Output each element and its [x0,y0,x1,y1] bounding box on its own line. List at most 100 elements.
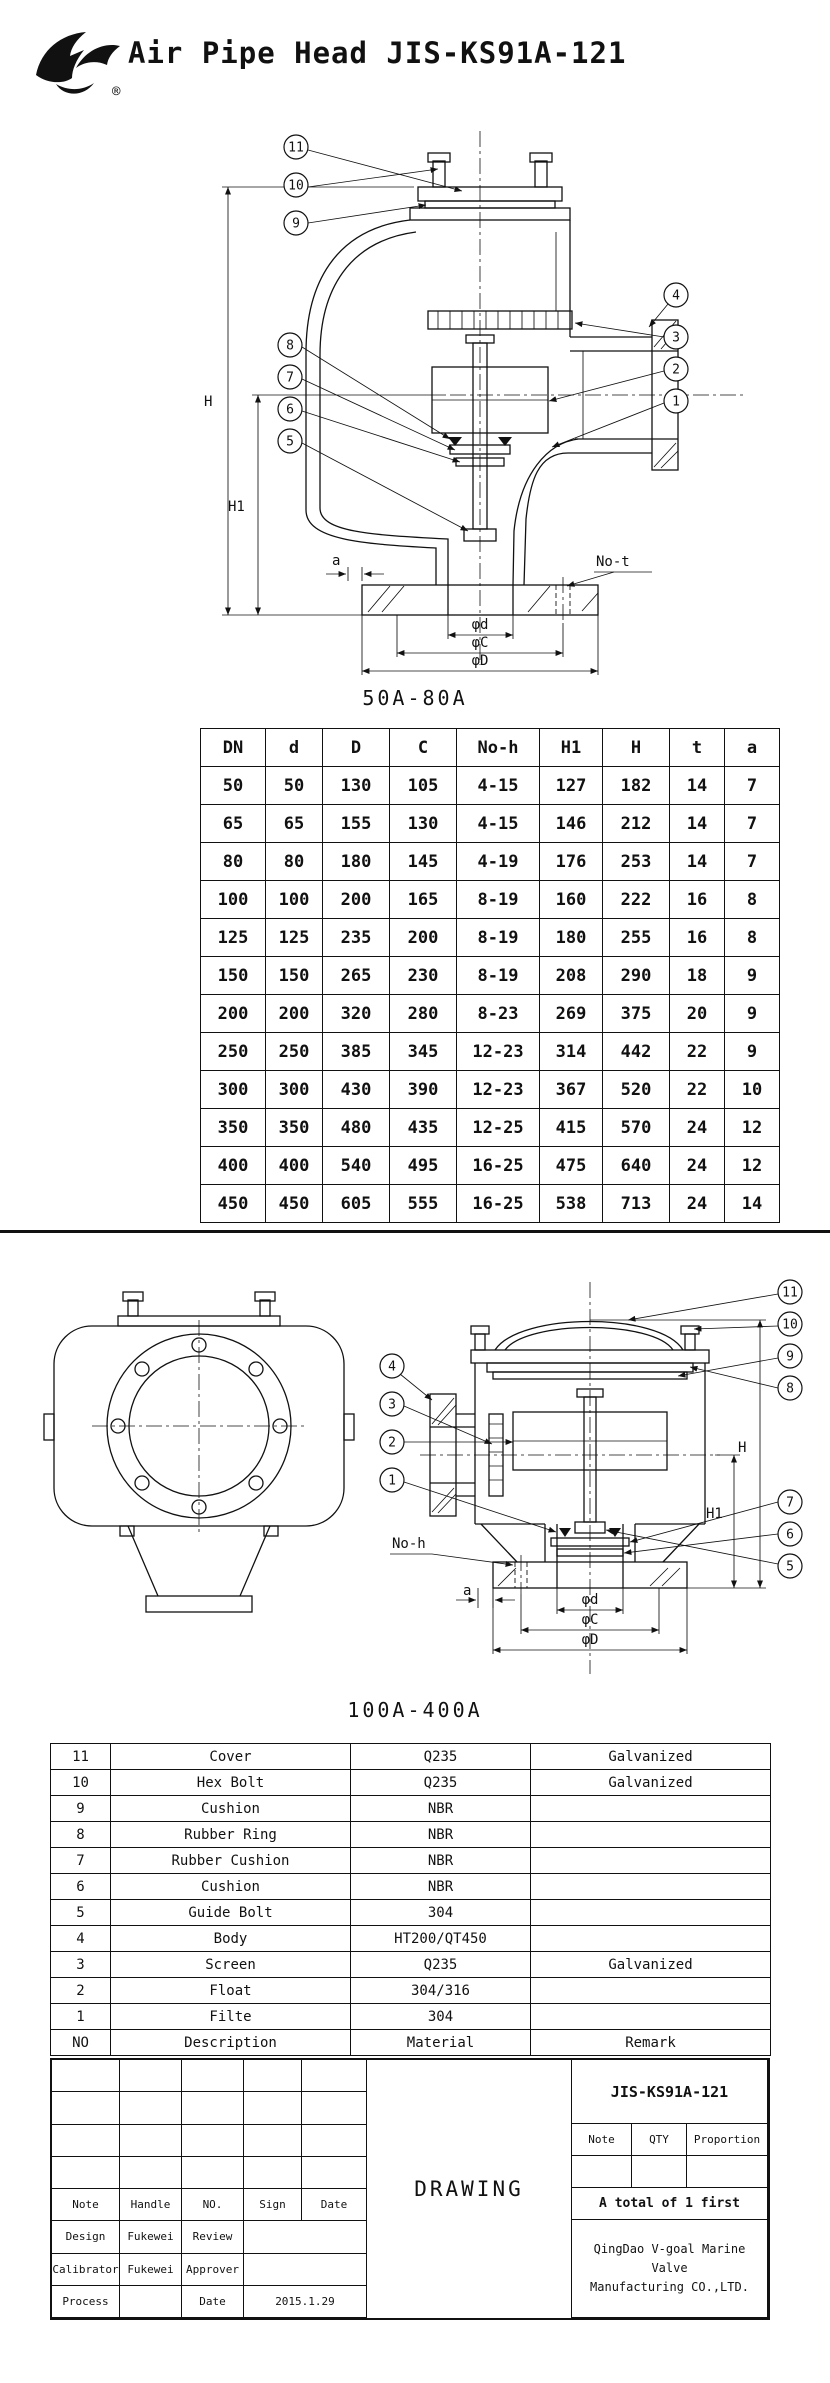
svg-text:11: 11 [288,141,304,156]
table-cell: 250 [265,1032,323,1071]
table-cell: 304 [350,2003,531,2030]
callout-2: 2 [548,356,689,403]
svg-text:9: 9 [786,1350,794,1365]
table-cell: Rubber Cushion [110,1847,351,1874]
callout2-10: 10 [693,1311,803,1337]
table-cell: 3 [50,1951,111,1978]
table-cell: 16-25 [456,1184,540,1223]
date-label: Date [182,2285,244,2318]
table-cell: 304/316 [350,1977,531,2004]
table-cell: 300 [200,1070,266,1109]
table-cell: 18 [669,956,725,995]
callout2-9: 9 [677,1343,803,1378]
callout-3: 3 [574,321,689,350]
table-cell: 350 [265,1108,323,1147]
section-divider [0,1230,830,1233]
table-cell: 320 [322,994,390,1033]
table-cell: Cushion [110,1795,351,1822]
table-cell: NBR [350,1821,531,1848]
table-cell: Float [110,1977,351,2004]
callout-7: 7 [277,364,456,451]
table-cell: 80 [200,842,266,881]
dim-label-phi-c2: φC [582,1612,599,1628]
table-cell: 450 [265,1184,323,1223]
table-cell: 8-19 [456,956,540,995]
table-cell: 8-19 [456,918,540,957]
table-cell: 145 [389,842,457,881]
dimension-table-header: DN d D C No-h H1 H t a [200,728,780,767]
table-cell: 450 [200,1184,266,1223]
table-cell: 314 [539,1032,603,1071]
table-cell: Galvanized [530,1951,771,1978]
svg-text:2: 2 [388,1436,396,1451]
drawing-50a-80a: H H1 a No-t φd φC φD 11 [204,131,745,675]
table-cell: 50 [200,766,266,805]
table-cell: Cover [110,1743,351,1770]
proportion-label: Proportion [687,2124,768,2156]
dim-label-no-t: No-t [596,554,630,570]
hdr-note: Note [52,2189,120,2222]
col-description: Description [110,2029,351,2056]
col-no-h: No-h [456,728,540,767]
dim-label-phi-d2: φd [582,1592,599,1608]
table-cell: 14 [669,804,725,843]
hdr-handle: Handle [120,2189,182,2222]
svg-text:6: 6 [786,1528,794,1543]
table-cell: 155 [322,804,390,843]
table-cell: 12-23 [456,1032,540,1071]
table-cell: 300 [265,1070,323,1109]
table-cell: Hex Bolt [110,1769,351,1796]
callout-6: 6 [277,396,461,463]
table-cell: 570 [602,1108,670,1147]
col-a: a [724,728,780,767]
table-cell: 253 [602,842,670,881]
design-value: Fukewei [120,2221,182,2254]
dim-label-phi-c: φC [472,635,489,651]
table-cell [530,2003,771,2030]
table-cell: 12-23 [456,1070,540,1109]
svg-text:7: 7 [286,371,294,386]
approver-value [244,2253,367,2286]
table-cell: 200 [200,994,266,1033]
dim-label-phi-dd2: φD [582,1632,599,1648]
table-cell: NBR [350,1847,531,1874]
table-cell: NBR [350,1795,531,1822]
col-remark: Remark [530,2029,771,2056]
table-cell: 8-23 [456,994,540,1033]
svg-text:1: 1 [388,1474,396,1489]
dimensions-large: H H1 No-h a φd φC φD [390,1319,766,1654]
callout2-11: 11 [627,1279,803,1322]
front-view [43,1291,355,1613]
dim-label-a2: a [463,1583,471,1599]
col-no: NO [50,2029,111,2056]
table-cell: 385 [322,1032,390,1071]
svg-text:9: 9 [292,217,300,232]
table-cell: 14 [724,1184,780,1223]
svg-text:6: 6 [286,403,294,418]
table-cell: 11 [50,1743,111,1770]
table-cell: 9 [50,1795,111,1822]
table-cell: Galvanized [530,1743,771,1770]
table-cell: 345 [389,1032,457,1071]
table-cell: 475 [539,1146,603,1185]
table-cell [530,1977,771,2004]
col-h1: H1 [539,728,603,767]
table-cell: 7 [50,1847,111,1874]
svg-text:7: 7 [786,1496,794,1511]
table-cell [530,1795,771,1822]
date-value: 2015.1.29 [244,2285,367,2318]
table-cell: 400 [265,1146,323,1185]
table-cell: 435 [389,1108,457,1147]
qty-value [632,2156,687,2188]
table-cell: 304 [350,1899,531,1926]
table-cell: 4 [50,1925,111,1952]
table-cell: 12 [724,1108,780,1147]
table-cell: 555 [389,1184,457,1223]
title-block-right: JIS-KS91A-121 Note QTY Proportion A tota… [572,2060,768,2318]
table-cell: 212 [602,804,670,843]
